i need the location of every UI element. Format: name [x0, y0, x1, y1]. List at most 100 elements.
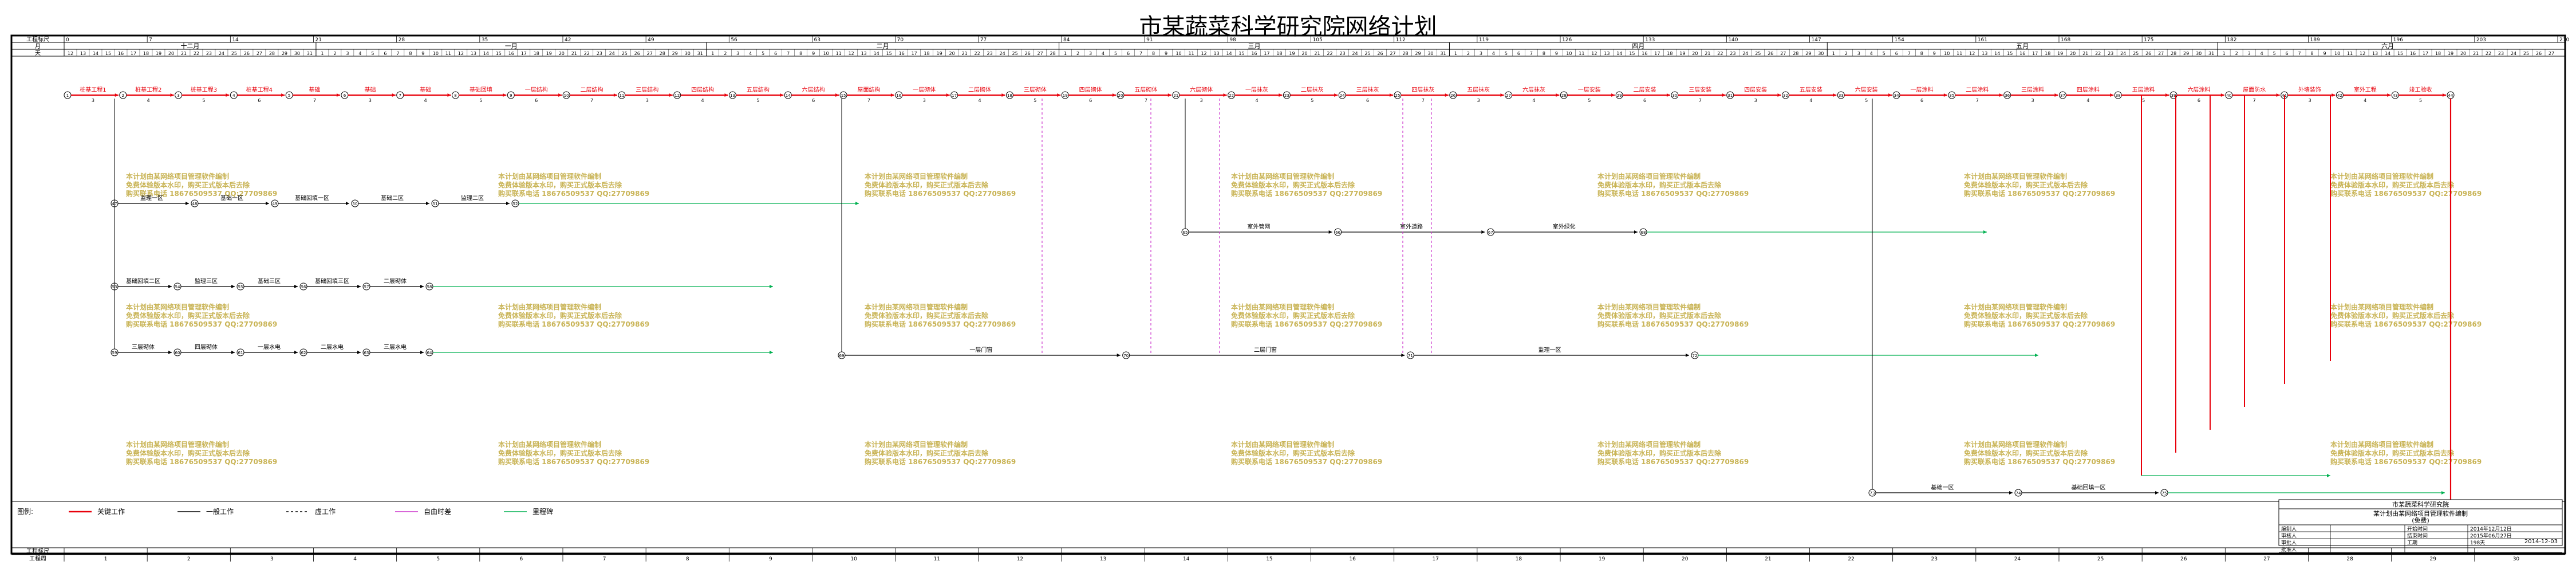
task-duration: 5: [479, 98, 482, 103]
node-number: 37: [2060, 93, 2065, 98]
activity-node: 40: [2225, 91, 2233, 99]
day-label: 15: [496, 51, 502, 56]
day-label: 11: [836, 51, 842, 56]
day-label: 16: [1642, 51, 1647, 56]
task-duration: 6: [258, 98, 261, 103]
node-number: 16: [896, 93, 901, 98]
task-label: 基础: [420, 86, 431, 93]
week-label: 20: [1682, 556, 1689, 562]
activity-node: 34: [1892, 91, 1900, 99]
node-number: 50: [353, 202, 358, 206]
watermark-text: 购买联系电话 18676509537 QQ:27709869: [865, 457, 1016, 466]
day-label: 27: [1037, 51, 1043, 56]
activity-node: 65: [1181, 228, 1189, 236]
tb-project: 某计划由某网络项目管理软件编制: [2373, 509, 2468, 517]
arrow-head: [1113, 93, 1117, 97]
tb-date: 2014-12-03: [2524, 539, 2558, 545]
task-label: 一层结构: [525, 86, 548, 93]
arrow-head: [1445, 93, 1449, 97]
node-number: 72: [1693, 354, 1698, 358]
activity-node: 66: [1334, 228, 1342, 236]
week-label: 28: [2346, 556, 2353, 562]
month-label: 十二月: [180, 42, 199, 50]
activity-node: 8: [452, 91, 460, 99]
day-label: 14: [1226, 51, 1232, 56]
node-number: 51: [433, 202, 438, 206]
day-label: 22: [2095, 51, 2101, 56]
scale-label: 7: [149, 37, 152, 43]
day-label: 11: [1956, 51, 1962, 56]
node-number: 62: [301, 351, 306, 355]
task-label: 二层结构: [581, 86, 603, 93]
day-label: 11: [1188, 51, 1194, 56]
task-duration: 3: [923, 98, 926, 103]
day-label: 5: [762, 51, 764, 56]
task-label: 室外管网: [1247, 223, 1270, 230]
day-label: 1: [1064, 51, 1067, 56]
day-label: 21: [1705, 51, 1710, 56]
node-number: 11: [619, 93, 624, 98]
activity-node: 59: [111, 348, 119, 356]
day-label: 27: [257, 51, 262, 56]
task-label: 基础: [309, 86, 321, 93]
node-number: 67: [1488, 230, 1493, 235]
watermark-text: 免费体验版本水印，购买正式版本后去除: [1231, 311, 1355, 320]
scale-label: 35: [482, 37, 488, 43]
day-label: 25: [2133, 51, 2139, 56]
arrow-head: [294, 351, 298, 354]
activity-node: 30: [1671, 91, 1679, 99]
day-label: 21: [2082, 51, 2088, 56]
node-number: 71: [1408, 354, 1413, 358]
task-duration: 6: [1366, 98, 1369, 103]
watermark-text: 本计划由某网络项目管理软件编制: [1231, 440, 1334, 449]
month-label: 二月: [877, 42, 889, 50]
day-label: 7: [1908, 51, 1911, 56]
day-label: 17: [912, 51, 917, 56]
day-label: 26: [244, 51, 250, 56]
scale-label: 189: [2310, 37, 2320, 43]
day-label: 20: [949, 51, 955, 56]
day-label: 24: [1352, 51, 1358, 56]
activity-node: 43: [2391, 91, 2399, 99]
watermark-text: 免费体验版本水印，购买正式版本后去除: [865, 180, 989, 189]
legend-item: 关键工作: [97, 508, 125, 516]
node-number: 2: [122, 93, 124, 98]
day-label: 3: [1480, 51, 1482, 56]
day-label: 5: [371, 51, 374, 56]
arrow-head: [2035, 354, 2038, 357]
watermark-text: 免费体验版本水印，购买正式版本后去除: [865, 449, 989, 457]
day-label: 25: [622, 51, 628, 56]
node-number: 17: [952, 93, 957, 98]
week-label: 25: [2097, 556, 2104, 562]
tb-version: (免费): [2412, 516, 2429, 524]
watermark-text: 本计划由某网络项目管理软件编制: [1231, 172, 1334, 180]
day-label: 16: [1251, 51, 1257, 56]
week-label: 24: [2014, 556, 2021, 562]
scale-label: 154: [1895, 37, 1904, 43]
week-label: 26: [2180, 556, 2187, 562]
network-diagram: 1桩基工程132桩基工程243桩基工程354桩基工程465基础76基础37基础4…: [64, 86, 2550, 541]
week-label: 10: [850, 556, 857, 562]
node-number: 19: [1063, 93, 1068, 98]
task-duration: 7: [1976, 98, 1979, 103]
task-label: 二层涂料: [1966, 86, 1989, 93]
watermark-text: 购买联系电话 18676509537 QQ:27709869: [1597, 457, 1749, 466]
node-number: 75: [2162, 491, 2167, 496]
watermark-text: 购买联系电话 18676509537 QQ:27709869: [1964, 457, 2115, 466]
day-label: 14: [1616, 51, 1622, 56]
watermark-text: 免费体验版本水印，购买正式版本后去除: [865, 311, 989, 320]
arrow-head: [835, 93, 839, 97]
day-label: 23: [206, 51, 212, 56]
day-label: 15: [1629, 51, 1635, 56]
activity-node: 16: [895, 91, 903, 99]
activity-node: 10: [562, 91, 570, 99]
tb-cell: 工期: [2407, 540, 2417, 546]
month-label: 六月: [2381, 42, 2394, 50]
node-number: 42: [2337, 93, 2342, 98]
day-label: 1: [1454, 51, 1457, 56]
node-number: 61: [238, 351, 243, 355]
day-label: 2: [724, 51, 727, 56]
day-label: 30: [1818, 51, 1824, 56]
day-label: 18: [534, 51, 539, 56]
